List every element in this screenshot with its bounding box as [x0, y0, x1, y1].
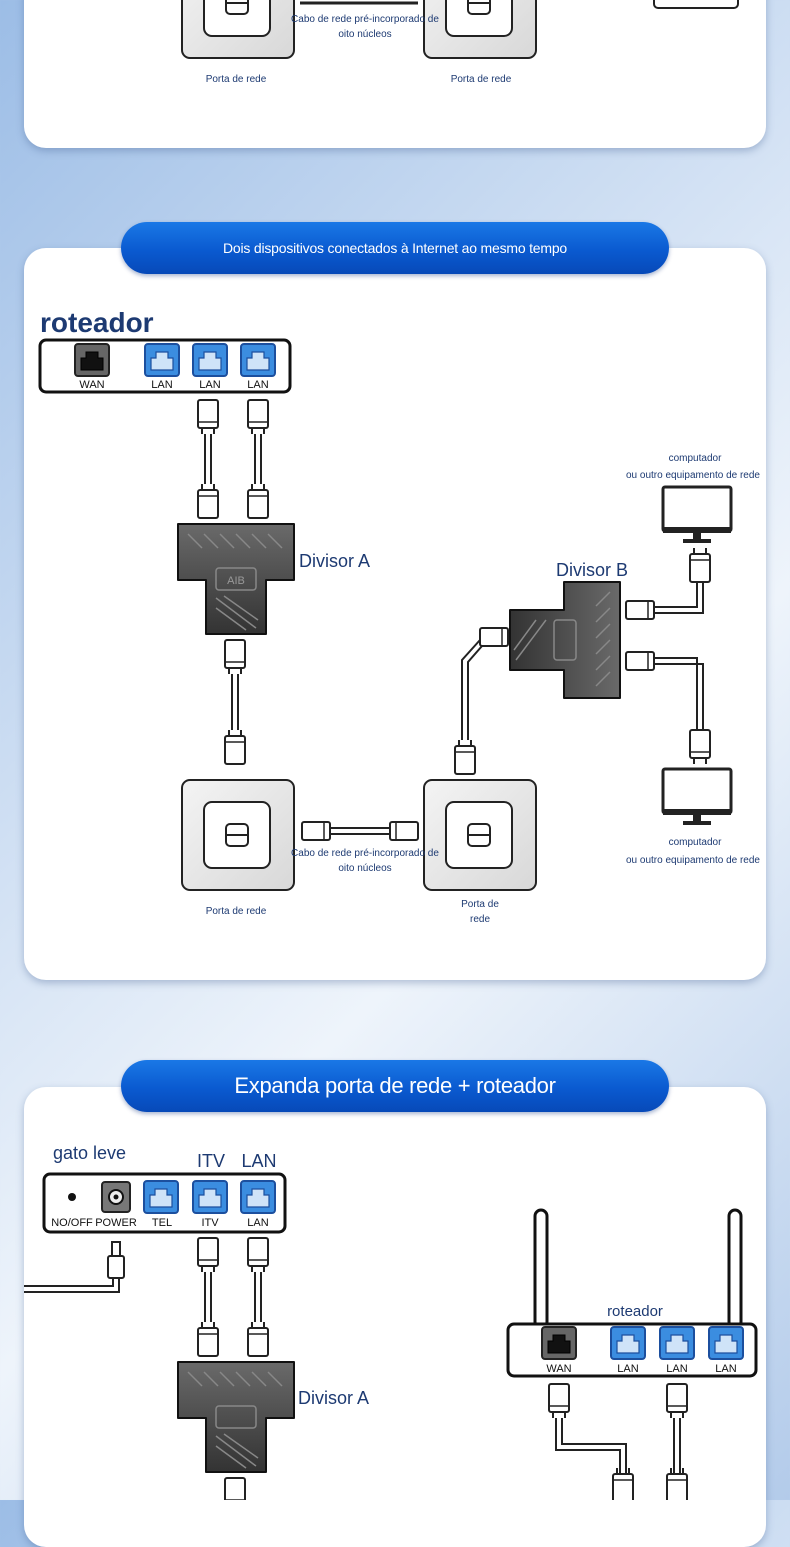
- s3-port-label-switch: NO/OFF: [51, 1217, 93, 1229]
- s3-router-port-lan2: LAN: [666, 1363, 687, 1375]
- s2-computer-bottom-icon: [661, 767, 733, 827]
- section1-card: [24, 0, 766, 148]
- s2-port-label-lan2: LAN: [199, 379, 220, 391]
- s2-lan-port-icon: [192, 343, 228, 377]
- s3-modem-label-lan: LAN: [241, 1151, 276, 1171]
- s2-splitter-b-icon: [509, 581, 621, 699]
- network-diagram: Cabo de rede pré-incorporado de oito núc…: [24, 0, 760, 1500]
- s1-port-label-right: Porta de rede: [451, 74, 512, 85]
- s2-wall-plate-right: [423, 779, 537, 891]
- s2-port-label-right-line2: rede: [470, 914, 490, 925]
- s2-port-label-right-line1: Porta de: [461, 899, 499, 910]
- s3-router-port-wan: WAN: [546, 1363, 571, 1375]
- s3-lan-port-icon: [240, 1180, 276, 1214]
- s2-cable-label-line1: Cabo de rede pré-incorporado de: [291, 848, 439, 859]
- s3-port-label-itv: ITV: [201, 1217, 219, 1229]
- s3-tel-port-icon: [143, 1180, 179, 1214]
- s2-port-label-lan3: LAN: [247, 379, 268, 391]
- s3-antenna-right-icon: [727, 1208, 743, 1330]
- s3-itv-port-icon: [192, 1180, 228, 1214]
- s2-splitter-b-label: Divisor B: [556, 560, 628, 580]
- s2-computer-bottom-label-line2: ou outro equipamento de rede: [626, 855, 760, 866]
- s3-modem: [42, 1172, 287, 1234]
- s1-port-label-left: Porta de rede: [206, 74, 267, 85]
- s3-wan-port-icon: [541, 1326, 577, 1360]
- s2-router-title: roteador: [40, 307, 154, 338]
- s2-splitter-a-marking: AIB: [227, 575, 245, 587]
- s2-computer-top-label-line2: ou outro equipamento de rede: [626, 470, 760, 481]
- s3-port-label-tel: TEL: [152, 1217, 172, 1229]
- s3-router-port-lan1: LAN: [617, 1363, 638, 1375]
- s3-cables-modem-splitter: [197, 1237, 269, 1357]
- s2-port-label-lan1: LAN: [151, 379, 172, 391]
- s3-splitter-a-icon: [177, 1361, 295, 1473]
- s2-cable-splitter-wall: [224, 639, 246, 765]
- s3-splitter-a-label: Divisor A: [298, 1388, 369, 1408]
- s2-computer-bottom-label-line1: computador: [669, 837, 722, 848]
- s2-computer-top-label-line1: computador: [669, 453, 722, 464]
- s3-lan-port-icon: [659, 1326, 695, 1360]
- s2-cable-label-line2: oito núcleos: [338, 863, 391, 874]
- s2-splitter-a-label: Divisor A: [299, 551, 370, 571]
- s3-power-cable: [24, 1241, 125, 1293]
- s2-port-label-left: Porta de rede: [206, 906, 267, 917]
- s3-router-cables: [548, 1383, 688, 1500]
- section2-banner: Dois dispositivos conectados à Internet …: [121, 222, 669, 274]
- s3-router-title: roteador: [607, 1303, 663, 1320]
- s3-lan-port-icon: [610, 1326, 646, 1360]
- s3-antenna-left-icon: [533, 1208, 549, 1330]
- s2-lan-port-icon: [240, 343, 276, 377]
- s2-cable-wall-splitter-b: [454, 627, 509, 775]
- s3-router: [506, 1208, 758, 1378]
- s3-lan-port-icon: [708, 1326, 744, 1360]
- s1-cable-label-line1: Cabo de rede pré-incorporado de: [291, 14, 439, 25]
- s3-port-label-power: POWER: [95, 1217, 137, 1229]
- section3-banner: Expanda porta de rede + roteador: [121, 1060, 669, 1112]
- s2-router: [38, 338, 292, 394]
- s2-computer-top-icon: [661, 485, 733, 545]
- section3-card: [24, 1087, 766, 1547]
- s2-wall-plate-left: [181, 779, 295, 891]
- s2-cables-splitter-b-computers: [625, 547, 711, 765]
- s3-switch-icon: [68, 1193, 76, 1201]
- s3-splitter-out-plug: [224, 1477, 246, 1500]
- s2-embedded-cable: [301, 821, 419, 841]
- s3-modem-label-itv: ITV: [197, 1151, 225, 1171]
- s3-router-port-lan3: LAN: [715, 1363, 736, 1375]
- section1-diagram: [181, 0, 739, 59]
- s3-power-jack-icon: [101, 1181, 131, 1213]
- s1-cable-label-line2: oito núcleos: [338, 29, 391, 40]
- s2-wan-port-icon: [74, 343, 110, 377]
- s2-cables-router-splitter: [197, 399, 269, 519]
- s2-port-label-wan: WAN: [79, 379, 104, 391]
- s3-port-label-lan: LAN: [247, 1217, 268, 1229]
- s2-lan-port-icon: [144, 343, 180, 377]
- s3-modem-title: gato leve: [53, 1143, 126, 1163]
